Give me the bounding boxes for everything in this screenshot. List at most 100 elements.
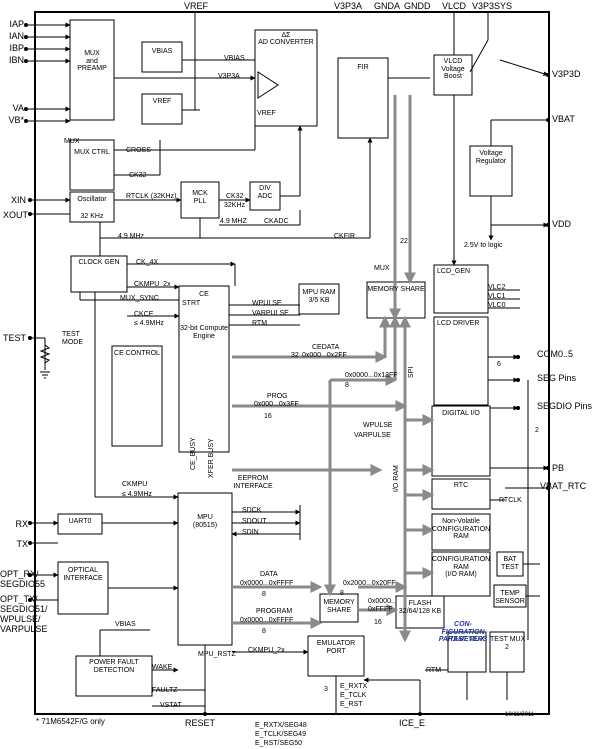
sig-faultz: FAULTZ: [152, 687, 178, 694]
pin-dot-0: [24, 23, 28, 27]
block-rtc: RTC: [453, 482, 469, 489]
pin-vbat-rtc: VBAT_RTC: [540, 481, 587, 491]
sig-range-ffff: 0x0000...0xFFFF: [240, 580, 294, 587]
sig-8-a: 8: [345, 382, 349, 389]
block-mpu: MPU (80515): [192, 514, 218, 530]
pin-dot-12: [28, 598, 32, 602]
sig-8-d: 8: [262, 628, 266, 635]
pin-vbat: VBAT: [552, 114, 575, 124]
ad-comparator-triangle: [257, 71, 279, 99]
pin-dot-1: [24, 35, 28, 39]
pin-dot-21: [203, 712, 207, 716]
pin-dot-8: [28, 336, 32, 340]
block-nv-config: Non-Volatile CONFIGURATION RAM: [432, 518, 491, 541]
sig-program: PROGRAM: [256, 608, 293, 615]
sig-e-rxtx-seg48: E_RXTX/SEG48: [255, 722, 307, 729]
block-oscillator: Oscillator: [77, 196, 107, 203]
pin-v3p3d: V3P3D: [552, 69, 581, 79]
box-digital-io: [431, 405, 491, 477]
block-mck-pll: MCK PLL: [192, 190, 208, 205]
block-ce-strt: STRT: [182, 300, 201, 307]
sig-le-4-9mhz-b: ≤ 4.9MHz: [122, 491, 152, 498]
sig-ckmpu-2x-b: CKMPU_2x: [248, 647, 285, 654]
pin-dot-4: [24, 107, 28, 111]
pin-dot-11: [28, 573, 32, 577]
block-memory-share: MEMORY SHARE: [367, 286, 425, 293]
sig-range-20ff: 0x2000...0x20FF: [343, 580, 396, 587]
block-test-mux-2: TEST MUX 2: [490, 636, 526, 651]
pin-gnda: GNDA: [374, 1, 401, 11]
sig-rtclk-32: RTCLK (32KHz): [126, 193, 177, 200]
revision-date: 10/11/2011: [505, 712, 535, 718]
sig-e-tclk-seg49: E_TCLK/SEG49: [255, 731, 306, 738]
pin-dot-3: [24, 59, 28, 63]
sig-eeprom-interface: EEPROM INTERFACE: [233, 475, 273, 491]
sig-vlc0: VLC0: [488, 302, 506, 309]
pin-ian: IAN: [8, 31, 24, 41]
pin-segdio51: SEGDIO51/: [0, 604, 48, 614]
box-mpu-ram: [298, 283, 340, 315]
block-ce-title: CE: [199, 291, 209, 298]
block-ce-engine: 32-bit Compute Engine: [180, 325, 228, 341]
block-optical: OPTICAL INTERFACE: [63, 567, 103, 583]
box-clock-gen: [70, 255, 128, 293]
block-vlcd-boost: VLCD Voltage Boost: [441, 58, 465, 81]
pin-reset: RESET: [185, 718, 216, 728]
sig-vlc1: VLC1: [488, 293, 506, 300]
pin-opt-rx: OPT_RX/: [0, 569, 39, 579]
sig-config-params: CON- FIGURATION PARAMETERS: [438, 621, 488, 644]
box-mux: [69, 19, 115, 121]
box-mux-ctrl: [69, 139, 115, 191]
box-fir: [337, 57, 389, 139]
box-vlcd-boost: [433, 54, 473, 96]
block-clock-gen: CLOCK GEN: [78, 259, 120, 266]
box-nv-config: [431, 513, 491, 551]
sig-16-b: 16: [374, 619, 382, 626]
sig-ckmpu: CKMPU: [122, 481, 148, 488]
sig-16: 16: [264, 413, 272, 420]
sig-prog: PROG: [267, 393, 288, 400]
sig-vbias: VBIAS: [224, 55, 245, 62]
sig-vlc2: VLC2: [488, 284, 506, 291]
sig-sdout: SDOUT: [242, 518, 267, 525]
block-memory-share-2: MEMORY SHARE: [323, 599, 355, 614]
sig-2: 2: [535, 427, 539, 434]
sig-vstat: VSTAT: [160, 702, 182, 709]
box-lcd-driver: [433, 316, 489, 406]
sig-32: 32: [291, 352, 299, 359]
sig-varpulse-2: VARPULSE: [354, 432, 391, 439]
block-voltage-regulator: Voltage Regulator: [475, 150, 507, 165]
pin-test: TEST: [2, 333, 26, 343]
block-digital-io: DIGITAL I/O: [442, 410, 480, 417]
sig-varpulse: VARPULSE: [252, 310, 289, 317]
sig-range-2ff: 0x000...0x2FF: [302, 352, 347, 359]
sig-ckadc: CKADC: [264, 218, 289, 225]
sig-ckmpu-2x: CKMPU_2x: [134, 281, 171, 288]
block-ad-delta: ΔΣ: [281, 32, 291, 39]
sig-sdin: SDIN: [242, 529, 259, 536]
sig-ckfir: CKFIR: [334, 233, 355, 240]
block-lcd-gen: LCD_GEN: [437, 268, 471, 275]
pin-segdio55: SEGDIO55: [0, 579, 46, 589]
pin-tx: TX: [16, 539, 28, 549]
sig-ck32-b: CK32: [226, 193, 244, 200]
pin-dot-9: [28, 521, 32, 525]
sig-range-3ff: 0x000...0x3FF: [254, 401, 299, 408]
box-ce: [178, 285, 230, 453]
pin-wpulse: WPULSE/: [0, 614, 41, 624]
block-osc-freq: 32 KHz: [80, 213, 104, 220]
block-bat-test: BAT TEST: [501, 556, 519, 571]
pin-gndd: GNDD: [404, 1, 431, 11]
sig-le-4-9mhz: ≤ 4.9MHz: [134, 320, 164, 327]
block-mux-ctrl: MUX CTRL: [74, 149, 110, 156]
block-lcd-driver: LCD DRIVER: [437, 320, 480, 327]
test-resistor: [39, 344, 51, 364]
sig-vref: VREF: [257, 110, 276, 117]
sig-3: 3: [324, 686, 328, 693]
sig-range-ffff-2: 0x0000... 0xFFFF: [368, 598, 397, 614]
pin-dot-17: [516, 378, 520, 382]
pin-ibn: IBN: [8, 55, 24, 65]
chip-outline: [34, 11, 550, 715]
